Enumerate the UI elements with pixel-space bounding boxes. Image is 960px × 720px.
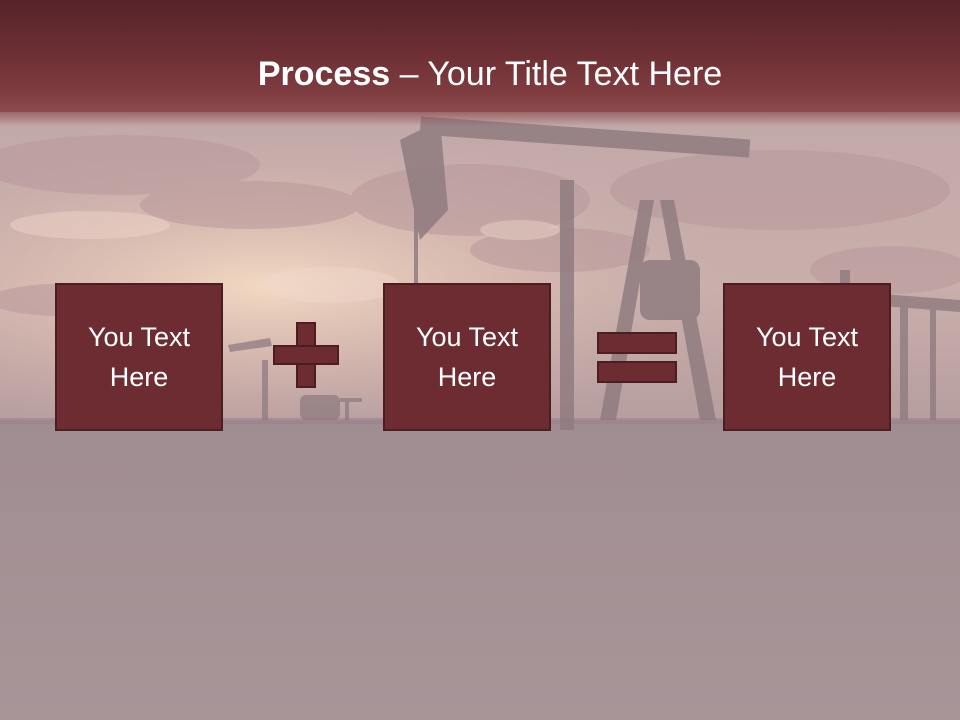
- title-bold: Process: [257, 55, 391, 93]
- process-box-1-line-2: Here: [109, 362, 169, 392]
- plus-icon-center: [298, 347, 314, 363]
- title-rest: – Your Title Text Here: [390, 55, 723, 93]
- process-box-2-line-1: You Text: [415, 322, 519, 352]
- process-box-3-line-1: You Text: [755, 322, 859, 352]
- equals-icon-top-bar: [597, 332, 677, 354]
- title-bar-fade: [0, 108, 960, 126]
- process-box-2[interactable]: You Text Here: [383, 283, 551, 431]
- process-box-3[interactable]: You Text Here: [723, 283, 891, 431]
- process-box-1[interactable]: You Text Here: [55, 283, 223, 431]
- process-box-1-line-1: You Text: [87, 322, 191, 352]
- process-box-2-line-2: Here: [437, 362, 497, 392]
- title-bar: [0, 0, 960, 112]
- process-box-3-line-2: Here: [777, 362, 837, 392]
- slide-title: Process – Your Title Text Here: [0, 52, 960, 96]
- process-box-1-text: You Text Here: [79, 317, 199, 397]
- equals-icon-bottom-bar: [597, 361, 677, 383]
- process-box-2-text: You Text Here: [407, 317, 527, 397]
- process-box-3-text: You Text Here: [747, 317, 867, 397]
